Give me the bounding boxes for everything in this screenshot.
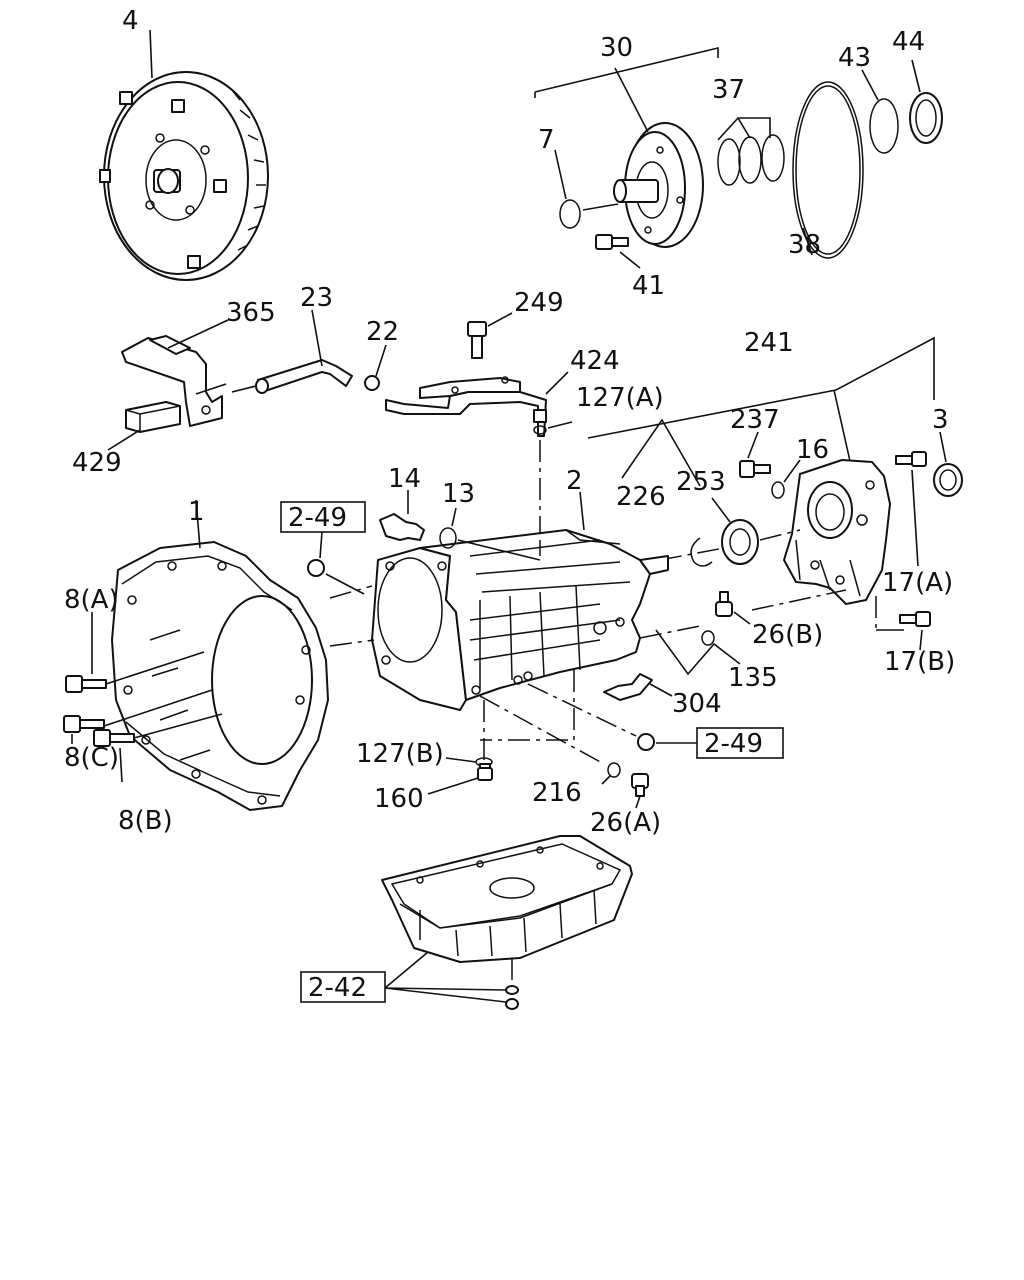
- oil-pump-assembly: [613, 122, 704, 248]
- bolt-17b: [899, 611, 931, 627]
- reference-box-2-42: [300, 951, 519, 1010]
- label-43: 43: [838, 43, 871, 73]
- label-23: 23: [300, 283, 333, 313]
- pad-429: [125, 401, 181, 433]
- washer-127a: [533, 425, 547, 435]
- label-13: 13: [442, 479, 475, 509]
- bolt-41: [595, 234, 629, 250]
- o-ring-7: [559, 199, 581, 229]
- label-424: 424: [570, 346, 620, 376]
- bolt-8a: [65, 675, 107, 693]
- label-8a: 8(A): [64, 585, 119, 615]
- label-30: 30: [600, 33, 633, 63]
- bracket-365: [121, 335, 223, 427]
- clip-22: [364, 375, 380, 391]
- label-2: 2: [566, 466, 583, 496]
- label-44: 44: [892, 27, 925, 57]
- plug-127b-160: [475, 757, 493, 781]
- label-22: 22: [366, 317, 399, 347]
- label-17b: 17(B): [884, 647, 955, 677]
- bolt-8c: [63, 715, 105, 733]
- label-237: 237: [730, 405, 780, 435]
- label-26a: 26(A): [590, 808, 661, 838]
- label-253: 253: [676, 467, 726, 497]
- label-26b: 26(B): [752, 620, 823, 650]
- label-160: 160: [374, 784, 424, 814]
- plug-26b: [715, 591, 733, 617]
- label-14: 14: [388, 464, 421, 494]
- label-304: 304: [672, 689, 722, 719]
- part-labels: 4 30 37 7 43 44 38 41 365 23 22 249 424 …: [64, 6, 955, 1003]
- label-41: 41: [632, 271, 665, 301]
- label-365: 365: [226, 298, 276, 328]
- label-226: 226: [616, 482, 666, 512]
- label-17a: 17(A): [882, 568, 953, 598]
- label-241: 241: [744, 328, 794, 358]
- ref-2-49-upper-text: 2-49: [288, 503, 347, 533]
- bolt-237: [739, 460, 771, 478]
- reference-box-2-49-upper: [280, 501, 366, 595]
- transmission-case: [371, 529, 669, 711]
- plug-26a: [631, 773, 649, 797]
- label-429: 429: [72, 448, 122, 478]
- bolt-8b: [93, 729, 135, 747]
- o-ring-216: [607, 762, 621, 778]
- label-3: 3: [932, 405, 949, 435]
- washer-16: [771, 481, 785, 499]
- label-16: 16: [796, 435, 829, 465]
- seal-3: [933, 463, 963, 497]
- label-127b: 127(B): [356, 739, 444, 769]
- o-ring-135: [701, 630, 715, 646]
- label-8c: 8(C): [64, 743, 119, 773]
- bell-housing: [111, 541, 329, 811]
- label-216: 216: [532, 778, 582, 808]
- label-8b: 8(B): [118, 806, 173, 836]
- label-4: 4: [122, 6, 139, 36]
- snap-ring-226: [690, 537, 713, 567]
- bolt-249: [467, 321, 487, 359]
- torque-converter: [99, 71, 269, 281]
- o-ring-13: [439, 527, 457, 549]
- ref-2-42-text: 2-42: [308, 973, 367, 1003]
- o-ring-38: [792, 81, 864, 259]
- label-127a: 127(A): [576, 383, 664, 413]
- fitting-14: [379, 513, 425, 541]
- label-7: 7: [538, 125, 555, 155]
- label-135: 135: [728, 663, 778, 693]
- ring-43: [869, 98, 899, 154]
- oil-pan: [381, 835, 633, 963]
- seal-rings: [717, 117, 785, 186]
- label-1: 1: [188, 497, 205, 527]
- hose-23: [255, 359, 353, 394]
- label-249: 249: [514, 288, 564, 318]
- bolt-17a: [895, 451, 927, 467]
- bearing-253: [721, 519, 759, 565]
- ref-2-49-lower-text: 2-49: [704, 729, 763, 759]
- reference-box-2-49-lower: [637, 727, 784, 759]
- extension-housing: [783, 459, 891, 605]
- oil-pipe-424: [385, 376, 547, 437]
- clip-304: [603, 673, 653, 701]
- label-38: 38: [788, 230, 821, 260]
- label-37: 37: [712, 75, 745, 105]
